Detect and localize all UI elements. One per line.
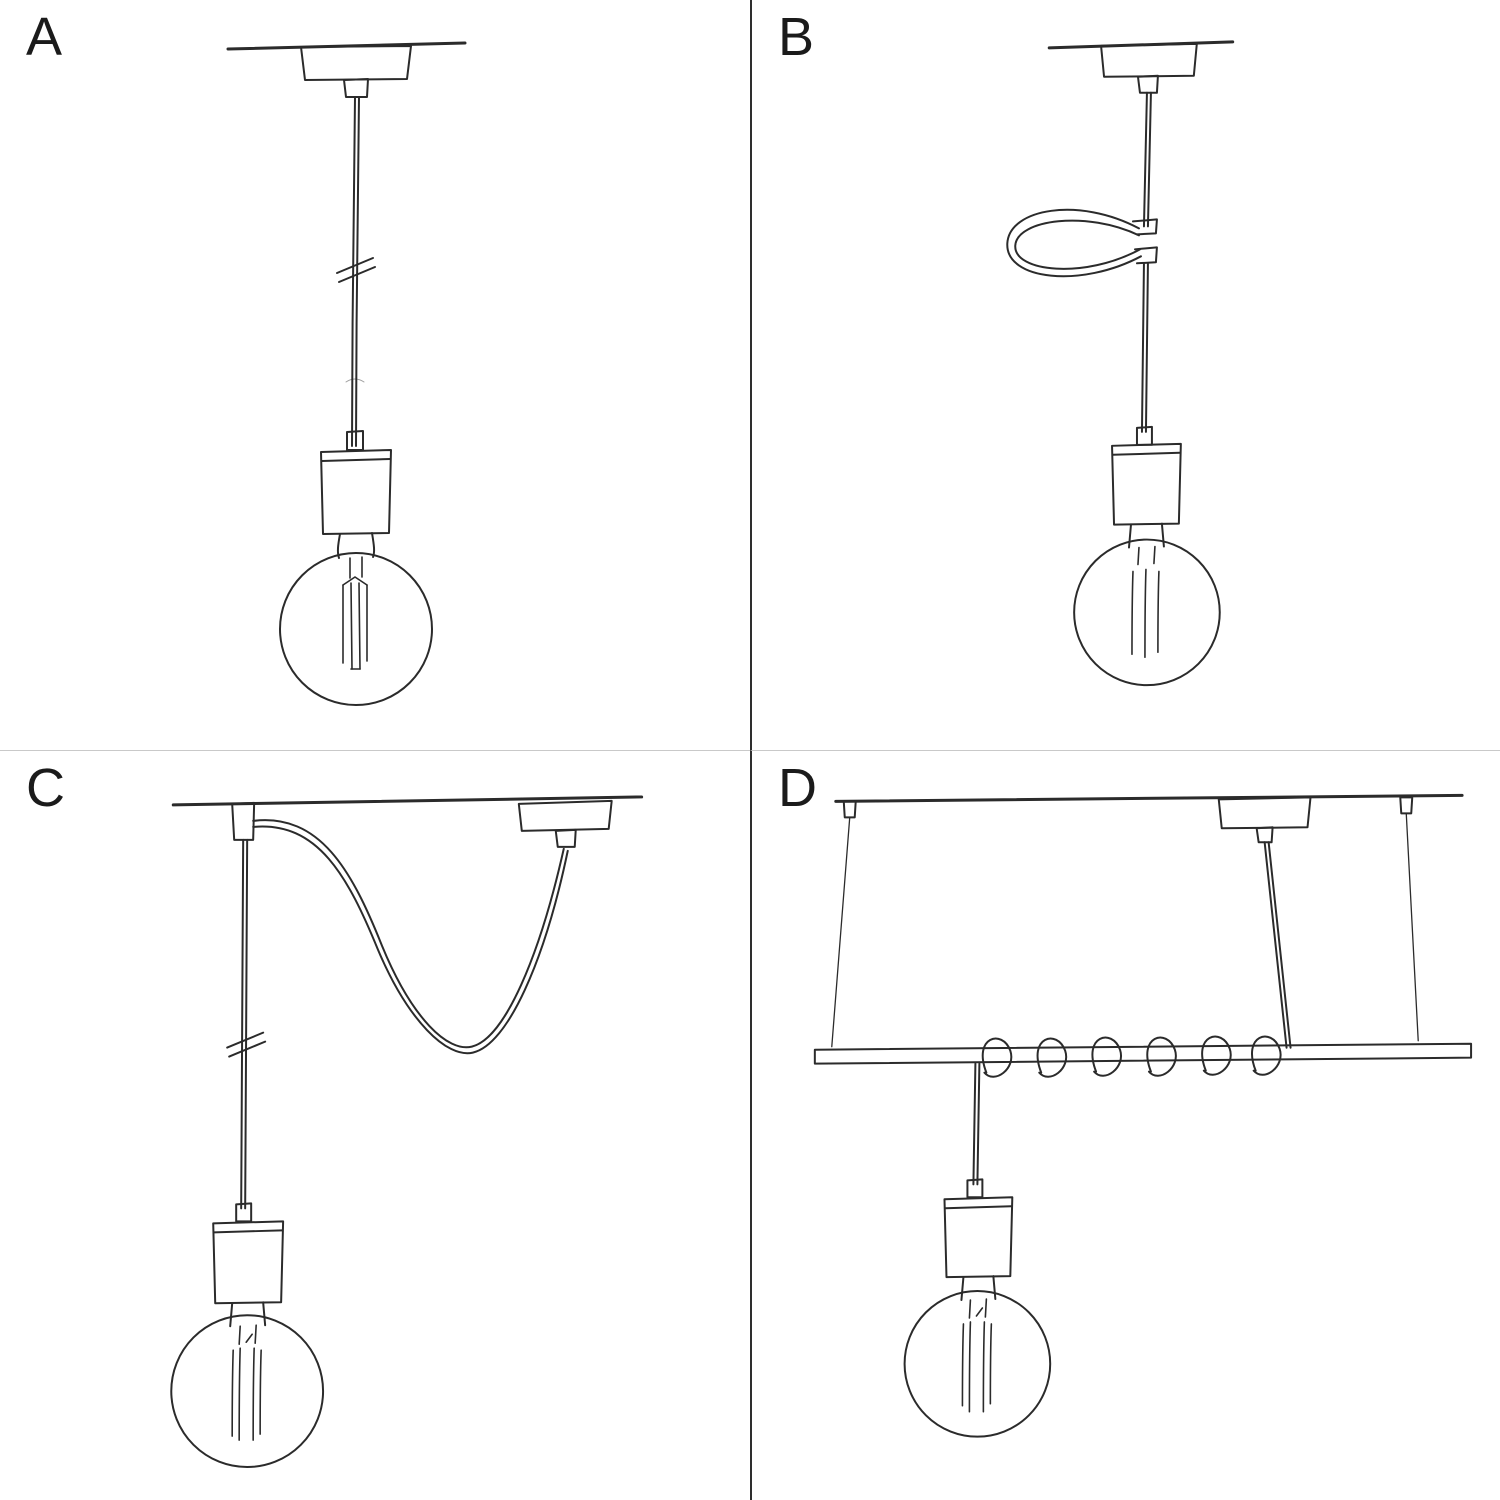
cable-length-break-mark — [226, 1031, 267, 1058]
ceiling-line — [834, 793, 1464, 803]
cable-length-break-mark — [336, 257, 376, 283]
ceiling-peg-right — [1399, 796, 1414, 815]
panel-b: B — [750, 0, 1500, 750]
cable-squiggle-mark — [345, 378, 365, 383]
bulb-filament — [1131, 545, 1160, 659]
suspension-wire-left — [831, 816, 851, 1048]
bulb-filament — [231, 1324, 262, 1441]
light-bulb — [279, 532, 433, 706]
cable-grip-connector — [235, 1202, 253, 1223]
lamp-holder — [320, 449, 392, 535]
swag-pendant-two-ceiling-points-icon — [170, 795, 644, 1469]
cable-grip-connector — [346, 430, 364, 451]
cable-loop-shortener — [1006, 208, 1142, 278]
suspension-bar — [813, 1042, 1473, 1065]
lamp-holder — [212, 1220, 285, 1305]
light-bulb — [1073, 522, 1221, 687]
single-pendant-straight-drop-icon — [226, 41, 467, 706]
cable-clip — [1131, 218, 1158, 265]
panel-a: A — [0, 0, 750, 750]
ceiling-canopy — [300, 45, 412, 98]
lamp-holder — [943, 1196, 1014, 1279]
pendant-cable-lower — [1140, 262, 1149, 433]
panel-c: C — [0, 750, 750, 1500]
pendant-with-cable-loop-clip-icon — [1006, 40, 1235, 687]
panel-b-label: B — [778, 7, 816, 67]
panel-a-label: A — [26, 7, 64, 67]
pendant-cable-upper — [1142, 91, 1152, 228]
cable-spiral-wrap — [981, 1035, 1282, 1078]
ceiling-hook-left — [231, 801, 256, 841]
canopy-cable — [1263, 841, 1292, 1049]
bulb-filament — [961, 1298, 993, 1413]
pendant-cable — [972, 1062, 981, 1186]
light-bulb — [170, 1301, 325, 1469]
ceiling-canopy — [1100, 42, 1198, 94]
lamp-holder — [1111, 442, 1182, 526]
pendant-cable — [240, 838, 249, 1210]
cable-grip-connector — [966, 1178, 984, 1199]
panel-c-label: C — [26, 758, 66, 818]
ceiling-peg-left — [842, 800, 857, 819]
panel-d-label: D — [778, 758, 818, 818]
swag-cable — [252, 819, 569, 1055]
cable-grip-connector — [1135, 425, 1153, 446]
pendant-with-suspension-bar-spiral-wrap-icon — [813, 793, 1473, 1438]
pendant-cable — [351, 96, 360, 447]
suspension-wire-right — [1405, 812, 1419, 1042]
ceiling-canopy-right — [517, 799, 613, 848]
panel-d: D — [750, 750, 1500, 1500]
ceiling-canopy — [1217, 796, 1312, 844]
bulb-filament — [342, 556, 368, 670]
light-bulb — [903, 1275, 1052, 1438]
